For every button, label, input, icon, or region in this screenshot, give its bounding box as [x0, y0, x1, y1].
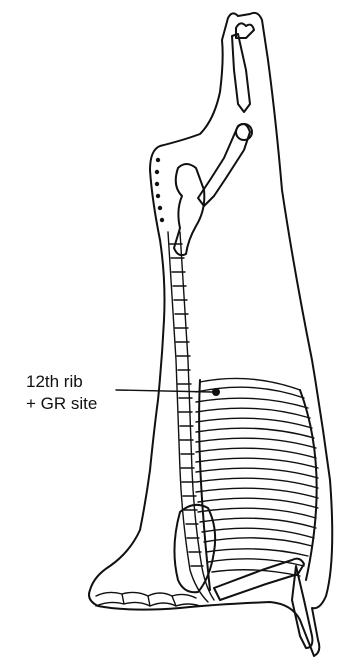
gr-site-marker	[212, 388, 220, 396]
pelvis-bone	[174, 164, 204, 255]
foreleg-bone	[292, 566, 312, 648]
hind-shank-bone	[232, 34, 250, 112]
femur-bone	[198, 124, 250, 206]
humerus-bone	[214, 559, 304, 600]
neck-vertebrae	[96, 592, 200, 606]
rib-label: 12th rib	[26, 372, 83, 392]
gr-site-label: + GR site	[26, 394, 97, 414]
tail-vertebrae	[155, 158, 164, 222]
gr-site-pointer	[116, 390, 212, 392]
